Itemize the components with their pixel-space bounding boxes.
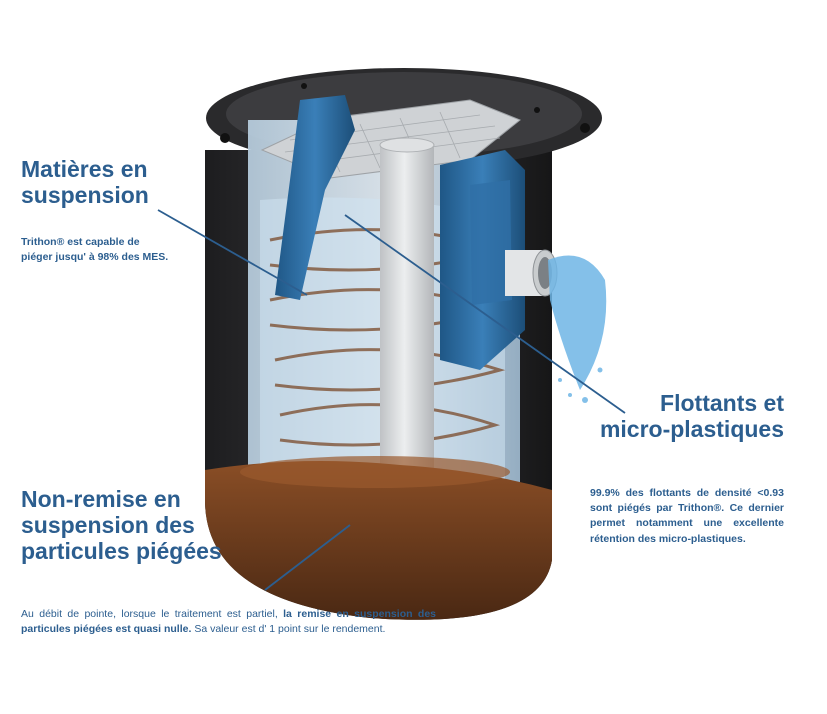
desc-nr-part2: Sa valeur est d' 1 point sur le rendemen… (191, 623, 386, 636)
title-flottants-microplastiques: Flottants et micro-plastiques (570, 390, 784, 443)
title-nr-line1: Non-remise en (21, 486, 181, 512)
title-mes-line2: suspension (21, 181, 149, 208)
desc-flottants: 99.9% des flottants de densité <0.93 son… (590, 487, 784, 545)
title-flot-line2: micro-plastiques (599, 415, 784, 442)
title-non-remise: Non-remise en suspension des particules … (21, 486, 281, 564)
desc-matieres-suspension: Trithon® est capable de piéger jusqu' à … (21, 235, 191, 265)
leader-line-non-remise (264, 524, 351, 591)
title-flot-line1: Flottants et (660, 390, 784, 416)
title-nr-line3: particules piégées (21, 537, 222, 564)
sludge-layer (205, 456, 552, 620)
blue-left-deflector (275, 95, 355, 300)
water-spray (548, 255, 607, 403)
desc-nr-bold: la remise en suspension des particules p… (21, 608, 437, 636)
desc-non-remise: Au débit de pointe, lorsque le traitemen… (21, 607, 436, 637)
desc-nr-part1: Au débit de pointe, lorsque le traitemen… (21, 608, 284, 620)
title-mes-line1: Matières en (21, 156, 148, 182)
blue-inlet-component (440, 150, 525, 370)
leader-line-mes (157, 209, 308, 296)
title-nr-line2: suspension des (21, 511, 195, 538)
desc-mes-line1: Trithon® est capable de (21, 236, 140, 248)
leader-line-flottants (344, 214, 626, 414)
title-matieres-suspension: Matières en suspension (21, 156, 231, 209)
leader-lines (157, 209, 626, 591)
central-pipe (379, 137, 435, 497)
desc-mes-line2: piéger jusqu' à 98% des MES. (21, 251, 169, 264)
